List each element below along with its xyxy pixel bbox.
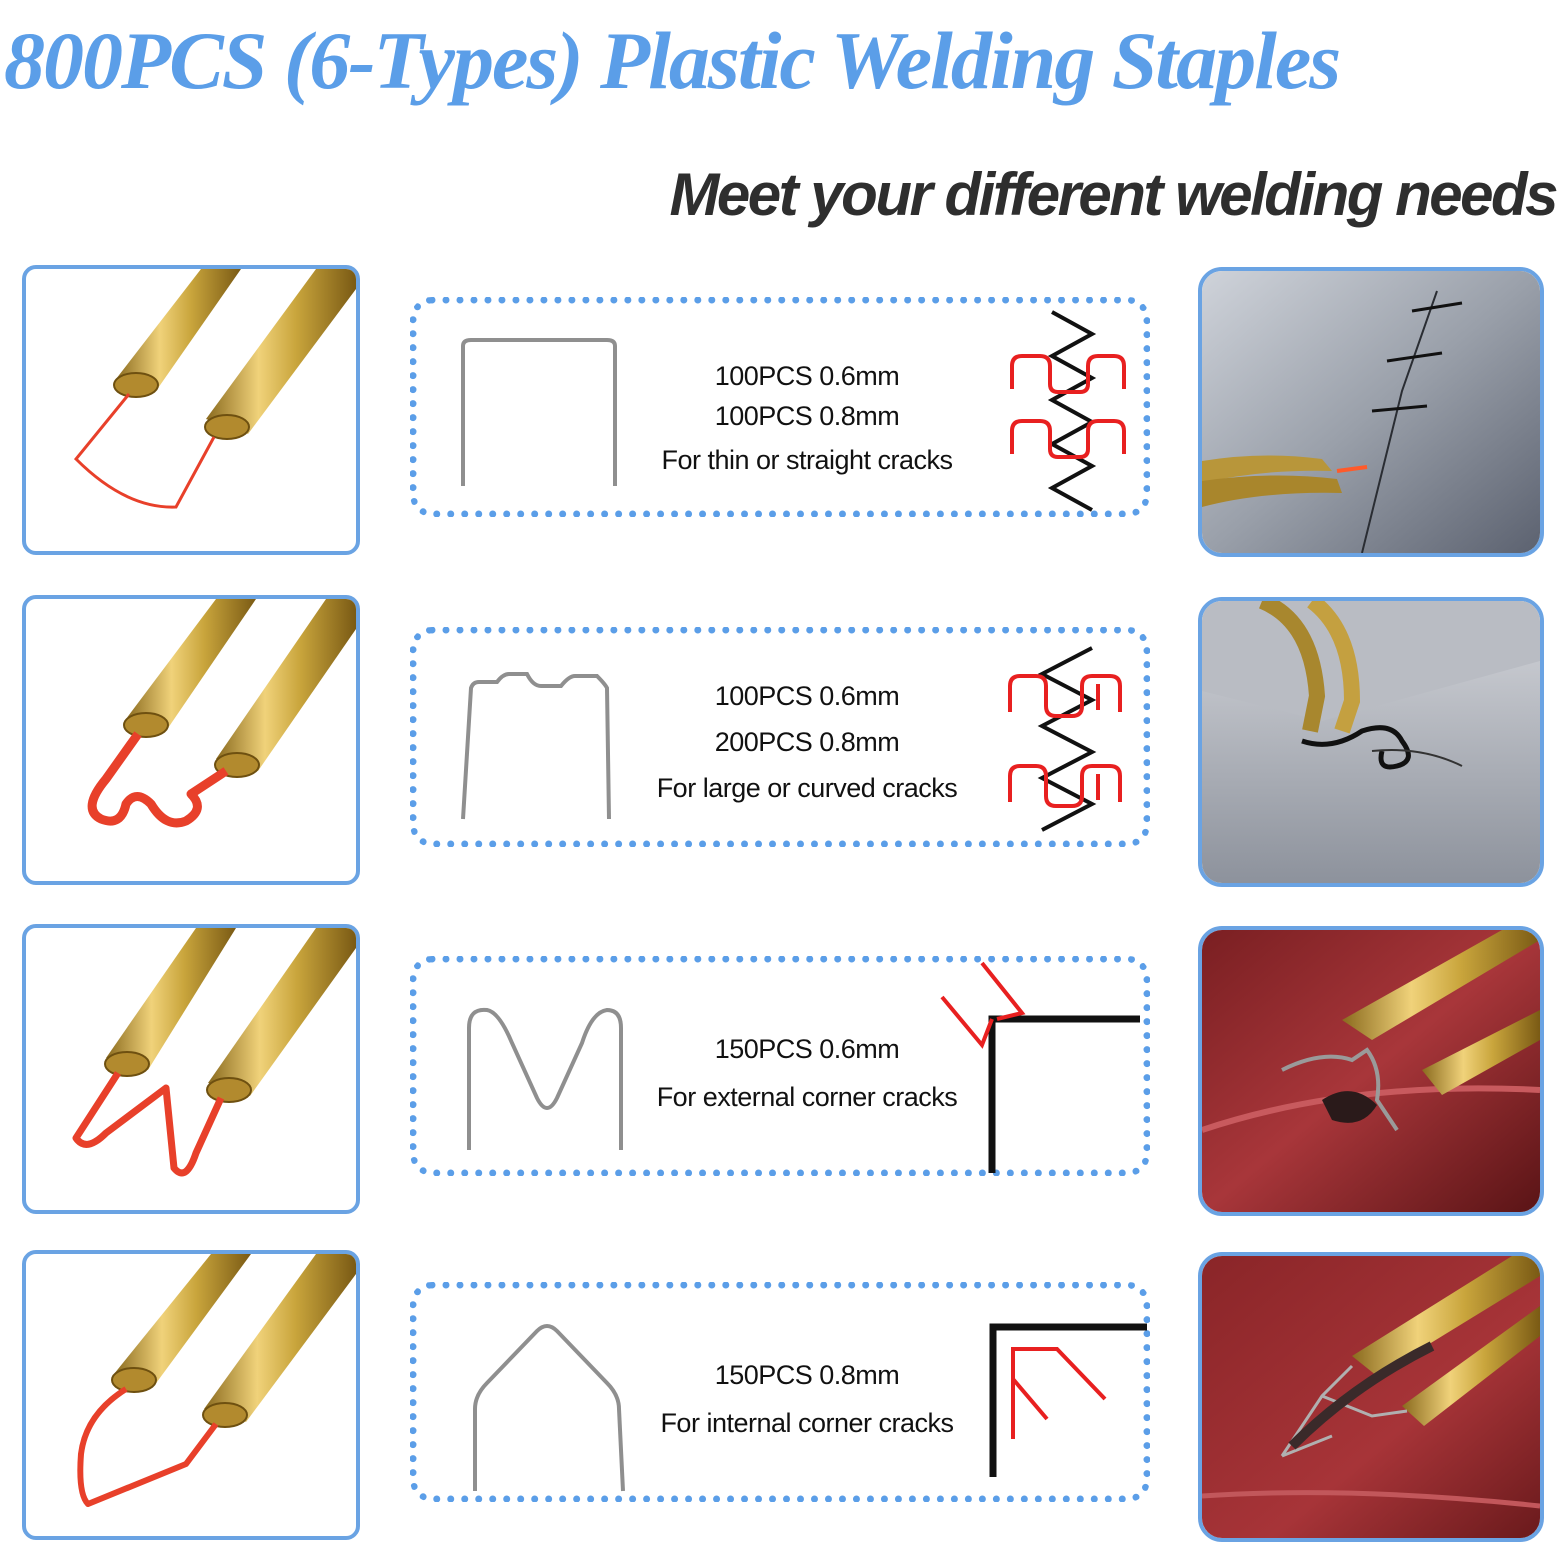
quantity-line-1: 150PCS 0.8mm — [714, 1360, 900, 1390]
staple-info-panel: 100PCS 0.6mm 100PCS 0.8mm For thin or st… — [410, 297, 1150, 517]
flat-staple-icon — [461, 338, 617, 486]
quantity-line-2: 100PCS 0.8mm — [714, 401, 900, 431]
product-row-4: 150PCS 0.8mm For internal corner cracks — [0, 1250, 1568, 1542]
product-row-1: 100PCS 0.6mm 100PCS 0.8mm For thin or st… — [0, 265, 1568, 557]
welding-tip-v-image — [22, 1250, 360, 1540]
usage-line: For internal corner cracks — [660, 1408, 954, 1438]
quantity-line-1: 100PCS 0.6mm — [714, 361, 900, 391]
internal-corner-repair-photo — [1198, 1252, 1544, 1542]
welding-tip-m-image — [22, 924, 360, 1214]
product-row-3: 150PCS 0.6mm For external corner cracks — [0, 924, 1568, 1216]
staple-info-panel: 150PCS 0.8mm For internal corner cracks — [410, 1282, 1150, 1502]
product-row-2: 100PCS 0.6mm 200PCS 0.8mm For large or c… — [0, 595, 1568, 887]
m-staple-icon — [467, 1007, 623, 1150]
curved-crack-repair-photo — [1198, 597, 1544, 887]
usage-line: For large or curved cracks — [656, 773, 958, 803]
staple-info-panel: 150PCS 0.6mm For external corner cracks — [410, 956, 1150, 1176]
internal-corner-diagram-icon — [989, 1323, 1147, 1477]
welding-tip-wave-image — [22, 595, 360, 885]
external-corner-repair-photo — [1198, 926, 1544, 1216]
quantity-line-2: 200PCS 0.8mm — [714, 727, 900, 757]
usage-line: For thin or straight cracks — [661, 445, 953, 475]
wave-staple-icon — [461, 672, 611, 820]
quantity-line-1: 150PCS 0.6mm — [714, 1034, 900, 1064]
welding-tip-flat-image — [22, 265, 360, 555]
staple-info-panel: 100PCS 0.6mm 200PCS 0.8mm For large or c… — [410, 627, 1150, 847]
external-corner-diagram-icon — [940, 961, 1140, 1173]
usage-line: For external corner cracks — [656, 1082, 958, 1112]
page-title: 800PCS (6-Types) Plastic Welding Staples — [4, 15, 1341, 106]
page-subtitle: Meet your different welding needs — [669, 161, 1558, 228]
curved-crack-diagram-icon — [1008, 646, 1122, 832]
quantity-line-1: 100PCS 0.6mm — [714, 681, 900, 711]
straight-crack-diagram-icon — [1010, 310, 1126, 512]
straight-crack-repair-photo — [1198, 267, 1544, 557]
v-staple-icon — [473, 1324, 625, 1492]
